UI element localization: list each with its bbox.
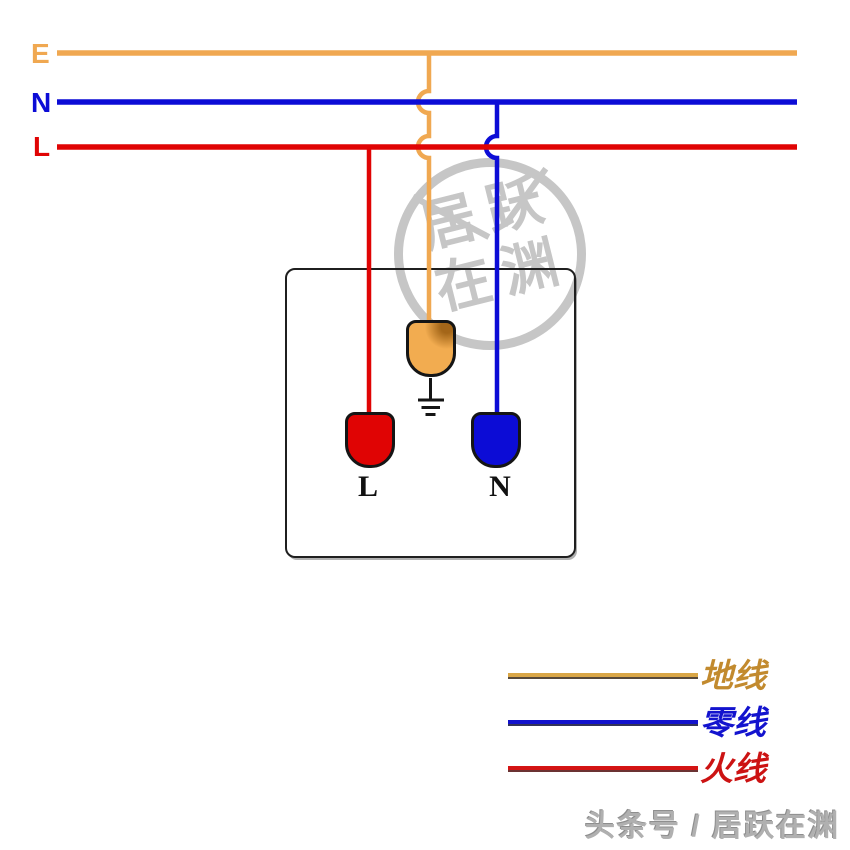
credit-text: 头条号 / 居跃在渊 <box>584 810 840 843</box>
legend-label-earth: 地线 <box>700 659 766 695</box>
legend-line-neutral <box>508 720 698 724</box>
ground-symbol-icon <box>418 378 444 416</box>
earth-drop-wire <box>415 55 432 324</box>
legend-line-live <box>508 766 698 770</box>
neutral-drop-wire <box>483 104 500 416</box>
legend-label-live: 火线 <box>700 752 766 788</box>
legend-label-neutral: 零线 <box>700 706 766 742</box>
live-bus-label: L <box>33 131 50 162</box>
legend-line-earth <box>508 673 698 677</box>
earth-terminal <box>406 320 456 377</box>
live-terminal <box>345 412 395 468</box>
neutral-bus-label: N <box>31 87 51 118</box>
earth-bus-label: E <box>31 38 50 69</box>
neutral-terminal <box>471 412 521 468</box>
neutral-terminal-label: N <box>489 470 511 503</box>
live-terminal-label: L <box>357 470 378 503</box>
